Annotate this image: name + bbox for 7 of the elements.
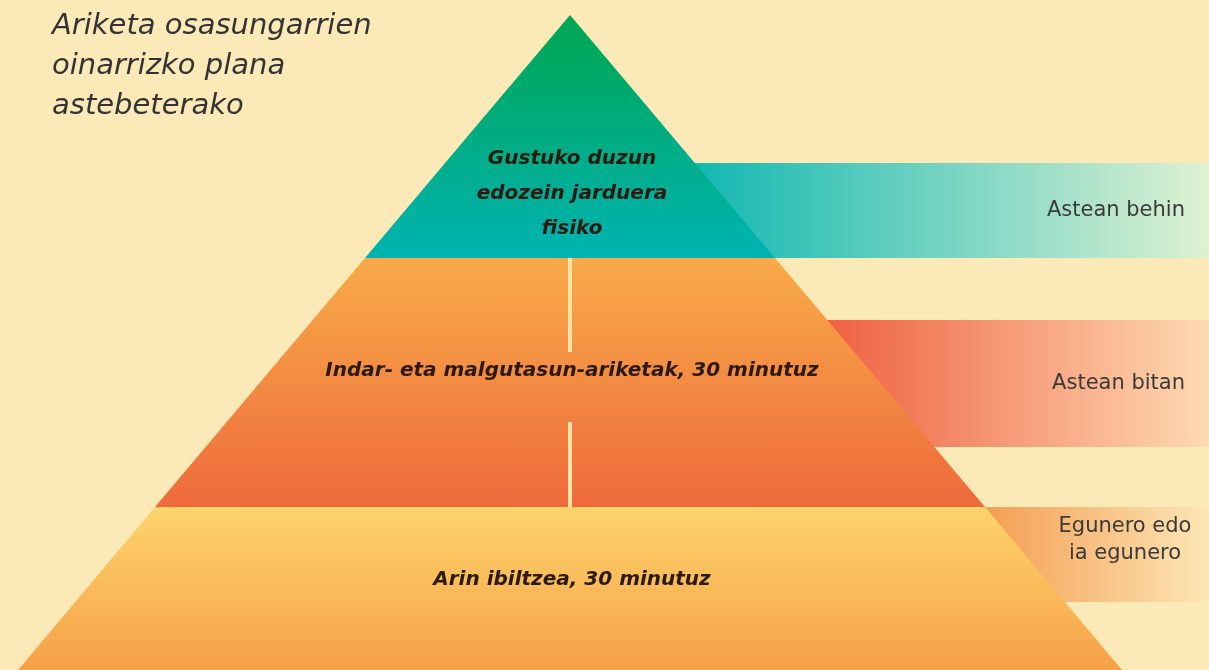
frequency-label: Egunero edo ia egunero bbox=[1057, 512, 1193, 566]
title: Ariketa osasungarrien oinarrizko plana astebeterako bbox=[52, 6, 373, 123]
tier-label: Gustuko duzun edozein jarduera fisiko bbox=[475, 144, 669, 241]
tier-label: Arin ibiltzea, 30 minutuz bbox=[431, 565, 712, 592]
tier-label: Indar- eta malgutasun-ariketak, 30 minutuz bbox=[324, 356, 820, 383]
frequency-label: Astean bitan bbox=[1051, 369, 1185, 396]
frequency-label: Astean behin bbox=[1045, 196, 1185, 223]
